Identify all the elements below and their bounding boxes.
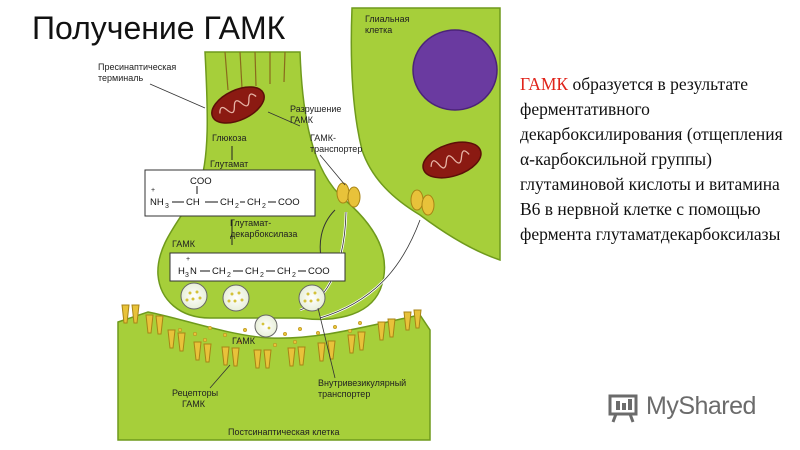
leader-transporter [319,154,346,186]
vesicle-fusing [254,314,278,338]
label-transporter-2: транспортер [310,144,362,154]
glutamate-ch2-a: CH [220,197,234,208]
label-gaba: ГАМК [172,239,196,249]
label-transporter-1: ГАМК- [310,133,336,143]
gaba-molecules-cleft [177,320,363,348]
gaba-ch2-a: CH [212,266,226,277]
gaba-transporter-glial [410,189,435,216]
label-receptors-1: Рецепторы [172,388,218,398]
glutamate-charge: + [151,187,155,194]
gaba-n: N [190,266,197,277]
label-presyn-1: Пресинаптическая [98,62,176,72]
gaba-ch2-c-sub: 2 [292,272,296,279]
label-vesicular-1: Внутривезикулярный [318,378,406,388]
gaba-formula-box [169,252,346,282]
gaba-ch2-c: CH [277,266,291,277]
leader-presyn [149,83,206,109]
gaba-ch2-b-sub: 2 [260,272,264,279]
glutamate-ch2-b: CH [247,197,261,208]
glial-mitochondrion [422,141,482,179]
leader-receptors [209,364,231,389]
label-destruct-2: ГАМК [290,115,314,125]
watermark-brand: MyShared [646,392,756,420]
gaba-h: H [178,266,185,277]
label-destruct-1: Разрушение [290,104,341,114]
label-glial-2: клетка [365,25,392,35]
vesicle-1 [180,282,208,310]
gaba-ch2-b: CH [245,266,259,277]
label-glial-1: Глиальная [365,14,410,24]
glutamate-coo-top: COO [190,176,212,187]
gaba-receptors [121,304,422,369]
label-decarb-2: декарбоксилаза [230,229,297,239]
gaba-ch2-a-sub: 2 [227,272,231,279]
label-decarb-1: Глутамат- [230,218,271,228]
label-vesicular-2: транспортер [318,389,370,399]
gaba-coo-end: COO [308,266,330,277]
label-gaba-cleft: ГАМК [232,336,256,346]
glutamate-ch2-a-sub: 2 [235,203,239,210]
label-receptors-2: ГАМК [182,399,206,409]
axon-lines [224,51,286,91]
glutamate-coo-end: COO [278,197,300,208]
leader-destruct [267,111,301,127]
label-glutamate: Глутамат [210,159,248,169]
label-presyn-2: терминаль [98,73,143,83]
description-text: ГАМК образуется в результате ферментатив… [520,72,790,247]
label-postsyn: Постсинаптическая клетка [228,427,340,437]
glutamate-nh3-sub: 3 [165,203,169,210]
gaba-h-sub: 3 [185,272,189,279]
vesicle-2 [222,284,250,312]
leader-vesicular [317,307,336,379]
slide-title: Получение ГАМК [32,10,286,46]
watermark: MyShared [606,386,776,426]
glutamate-formula-box [144,169,316,217]
glutamate-nh3: NH [150,197,164,208]
gaba-charge: + [186,256,190,263]
description-highlight: ГАМК [520,74,569,94]
vesicle-3 [298,284,326,312]
glutamate-ch2-b-sub: 2 [262,203,266,210]
presynaptic-mitochondrion [211,86,265,124]
glial-nucleus [412,29,498,111]
presentation-board-icon [608,394,638,423]
description-body: образуется в результате ферментативного … [520,74,783,244]
label-glucose: Глюкоза [212,133,246,143]
glutamate-ch: CH [186,197,200,208]
